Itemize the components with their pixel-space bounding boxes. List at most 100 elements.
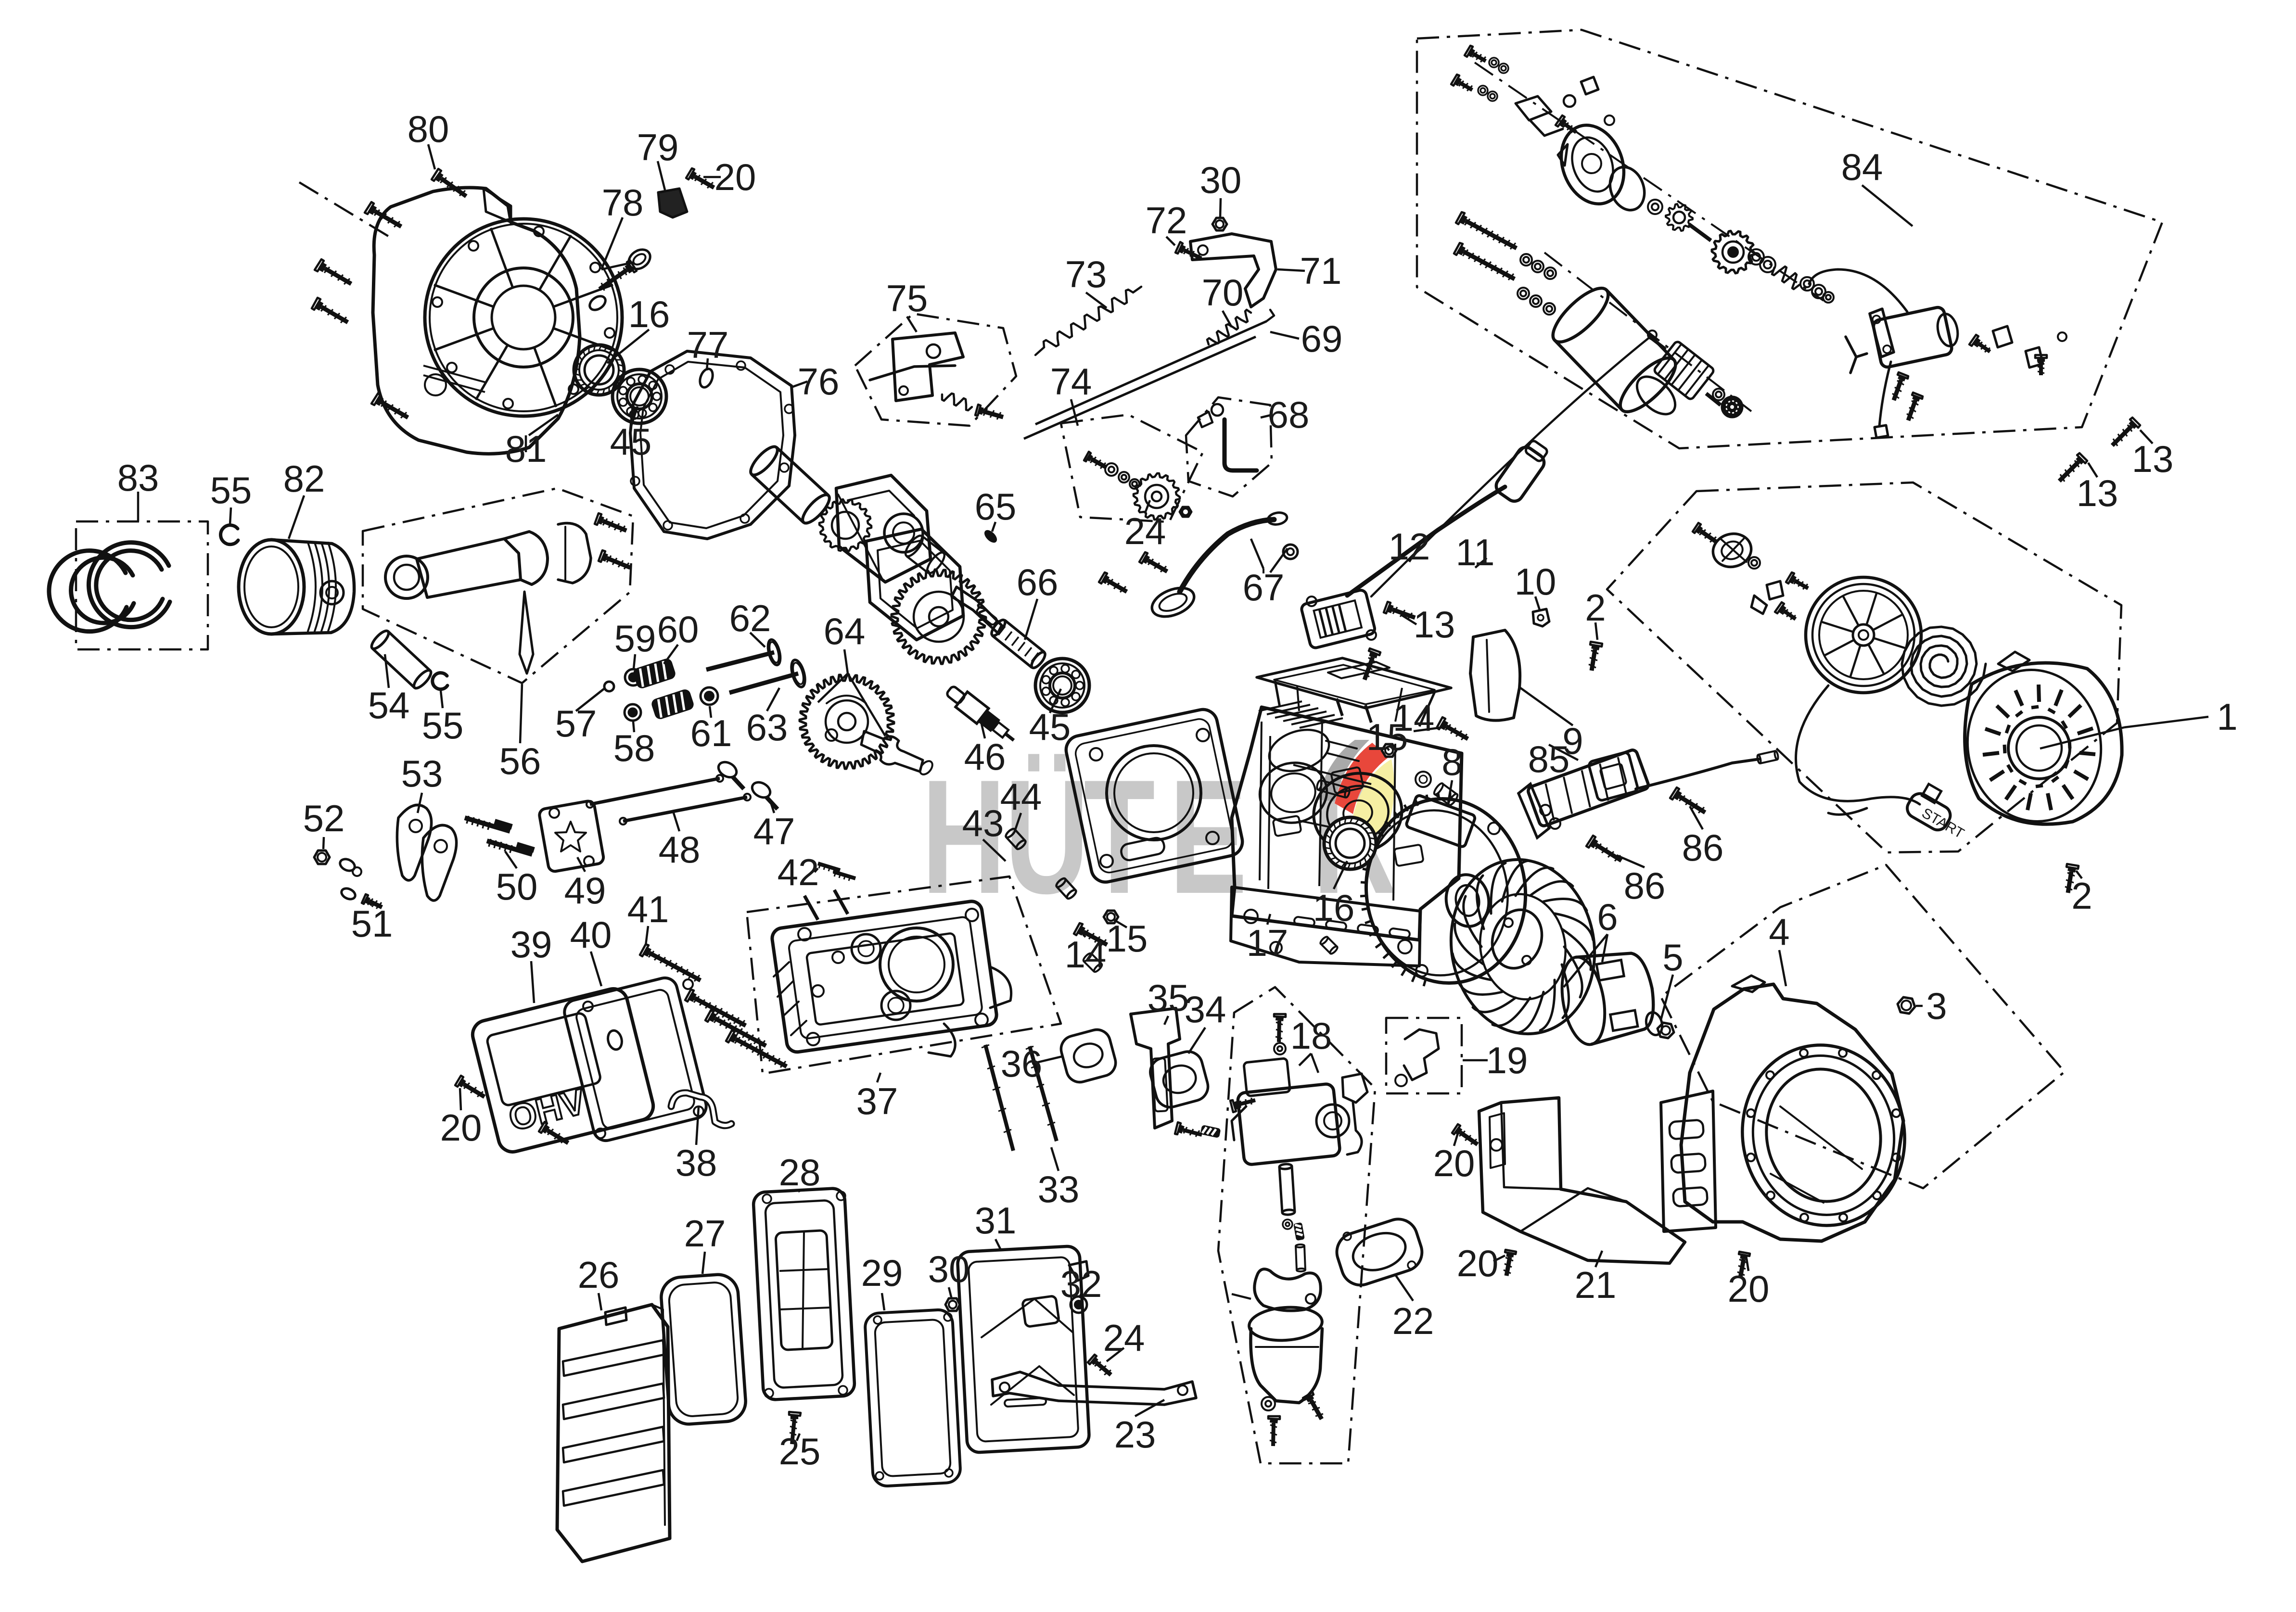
svg-text:25: 25 — [779, 1430, 821, 1472]
svg-text:75: 75 — [886, 277, 928, 319]
svg-text:16: 16 — [1313, 887, 1355, 929]
svg-text:1: 1 — [2217, 696, 2237, 738]
svg-text:H: H — [921, 746, 1006, 928]
svg-text:56: 56 — [499, 740, 541, 782]
svg-text:40: 40 — [570, 914, 612, 956]
svg-text:85: 85 — [1528, 738, 1570, 780]
svg-text:57: 57 — [555, 702, 597, 745]
svg-text:26: 26 — [578, 1254, 620, 1296]
svg-text:86: 86 — [1624, 864, 1666, 907]
svg-text:49: 49 — [564, 869, 606, 912]
svg-text:84: 84 — [1841, 146, 1883, 188]
svg-text:45: 45 — [1029, 706, 1071, 748]
svg-text:45: 45 — [610, 420, 652, 463]
svg-text:79: 79 — [637, 126, 679, 168]
svg-text:83: 83 — [117, 457, 159, 499]
svg-text:12: 12 — [1389, 525, 1430, 568]
svg-text:86: 86 — [1682, 826, 1724, 869]
svg-text:3: 3 — [1926, 985, 1947, 1027]
svg-text:51: 51 — [351, 902, 393, 945]
svg-text:30: 30 — [1200, 159, 1242, 201]
svg-text:44: 44 — [1000, 775, 1042, 818]
svg-text:59: 59 — [614, 617, 656, 660]
svg-text:19: 19 — [1486, 1039, 1528, 1081]
svg-text:8: 8 — [1441, 741, 1462, 783]
svg-text:64: 64 — [824, 610, 866, 652]
svg-text:22: 22 — [1392, 1300, 1434, 1342]
svg-text:18: 18 — [1290, 1015, 1332, 1057]
svg-text:2: 2 — [1585, 586, 1606, 629]
svg-text:41: 41 — [627, 888, 669, 930]
svg-text:20: 20 — [1457, 1242, 1499, 1284]
svg-text:33: 33 — [1038, 1168, 1080, 1210]
svg-text:76: 76 — [798, 360, 840, 403]
svg-text:43: 43 — [962, 802, 1004, 844]
svg-text:15: 15 — [1366, 716, 1408, 758]
svg-text:14: 14 — [1065, 933, 1107, 976]
svg-text:36: 36 — [1001, 1042, 1043, 1085]
svg-text:77: 77 — [687, 324, 729, 366]
svg-text:29: 29 — [861, 1252, 903, 1294]
svg-text:60: 60 — [657, 608, 699, 650]
svg-text:54: 54 — [368, 684, 410, 726]
svg-text:9: 9 — [1562, 720, 1583, 762]
svg-text:74: 74 — [1050, 360, 1092, 403]
svg-text:24: 24 — [1103, 1317, 1145, 1359]
svg-text:69: 69 — [1301, 317, 1343, 360]
svg-text:53: 53 — [401, 752, 443, 795]
svg-text:48: 48 — [659, 828, 701, 871]
svg-text:13: 13 — [2132, 438, 2174, 480]
svg-text:61: 61 — [690, 712, 732, 754]
svg-text:39: 39 — [510, 923, 552, 965]
svg-text:24: 24 — [1124, 510, 1166, 552]
svg-text:23: 23 — [1114, 1413, 1156, 1456]
svg-text:82: 82 — [283, 457, 325, 500]
svg-text:16: 16 — [628, 293, 670, 335]
svg-text:65: 65 — [975, 485, 1017, 528]
svg-text:55: 55 — [210, 469, 252, 511]
svg-text:62: 62 — [729, 597, 771, 639]
svg-text:27: 27 — [684, 1212, 726, 1255]
svg-text:5: 5 — [1662, 936, 1683, 978]
svg-text:68: 68 — [1268, 393, 1310, 436]
svg-text:81: 81 — [505, 428, 547, 470]
svg-text:42: 42 — [778, 851, 819, 893]
svg-text:71: 71 — [1300, 250, 1342, 292]
svg-text:14: 14 — [1393, 697, 1435, 739]
svg-text:78: 78 — [602, 181, 644, 224]
svg-text:67: 67 — [1243, 566, 1285, 609]
svg-text:20: 20 — [440, 1106, 482, 1149]
svg-text:47: 47 — [753, 810, 795, 852]
svg-text:46: 46 — [964, 736, 1006, 778]
svg-text:13: 13 — [2077, 472, 2118, 514]
svg-text:20: 20 — [1728, 1268, 1770, 1310]
svg-text:30: 30 — [928, 1248, 970, 1290]
svg-text:32: 32 — [1060, 1263, 1102, 1305]
svg-text:21: 21 — [1575, 1264, 1617, 1306]
svg-text:37: 37 — [856, 1080, 898, 1122]
svg-text:70: 70 — [1202, 271, 1244, 314]
svg-text:66: 66 — [1017, 561, 1059, 603]
svg-text:10: 10 — [1515, 560, 1556, 603]
svg-text:31: 31 — [975, 1199, 1017, 1242]
svg-text:20: 20 — [1433, 1142, 1475, 1184]
svg-text:15: 15 — [1106, 917, 1148, 960]
svg-text:73: 73 — [1065, 253, 1107, 295]
svg-text:28: 28 — [779, 1151, 821, 1193]
svg-text:58: 58 — [613, 727, 655, 769]
svg-text:34: 34 — [1185, 988, 1226, 1030]
svg-text:20: 20 — [714, 156, 756, 198]
svg-text:T: T — [1084, 746, 1155, 928]
svg-text:55: 55 — [422, 704, 464, 747]
svg-text:50: 50 — [496, 865, 538, 908]
svg-text:80: 80 — [408, 108, 449, 150]
svg-text:11: 11 — [1456, 531, 1495, 573]
svg-text:2: 2 — [2071, 875, 2092, 917]
svg-text:38: 38 — [676, 1142, 717, 1184]
svg-text:17: 17 — [1247, 922, 1288, 964]
svg-text:6: 6 — [1597, 896, 1618, 938]
svg-text:4: 4 — [1769, 911, 1789, 953]
svg-text:52: 52 — [303, 797, 345, 839]
svg-text:72: 72 — [1146, 199, 1187, 241]
svg-text:63: 63 — [746, 706, 788, 749]
